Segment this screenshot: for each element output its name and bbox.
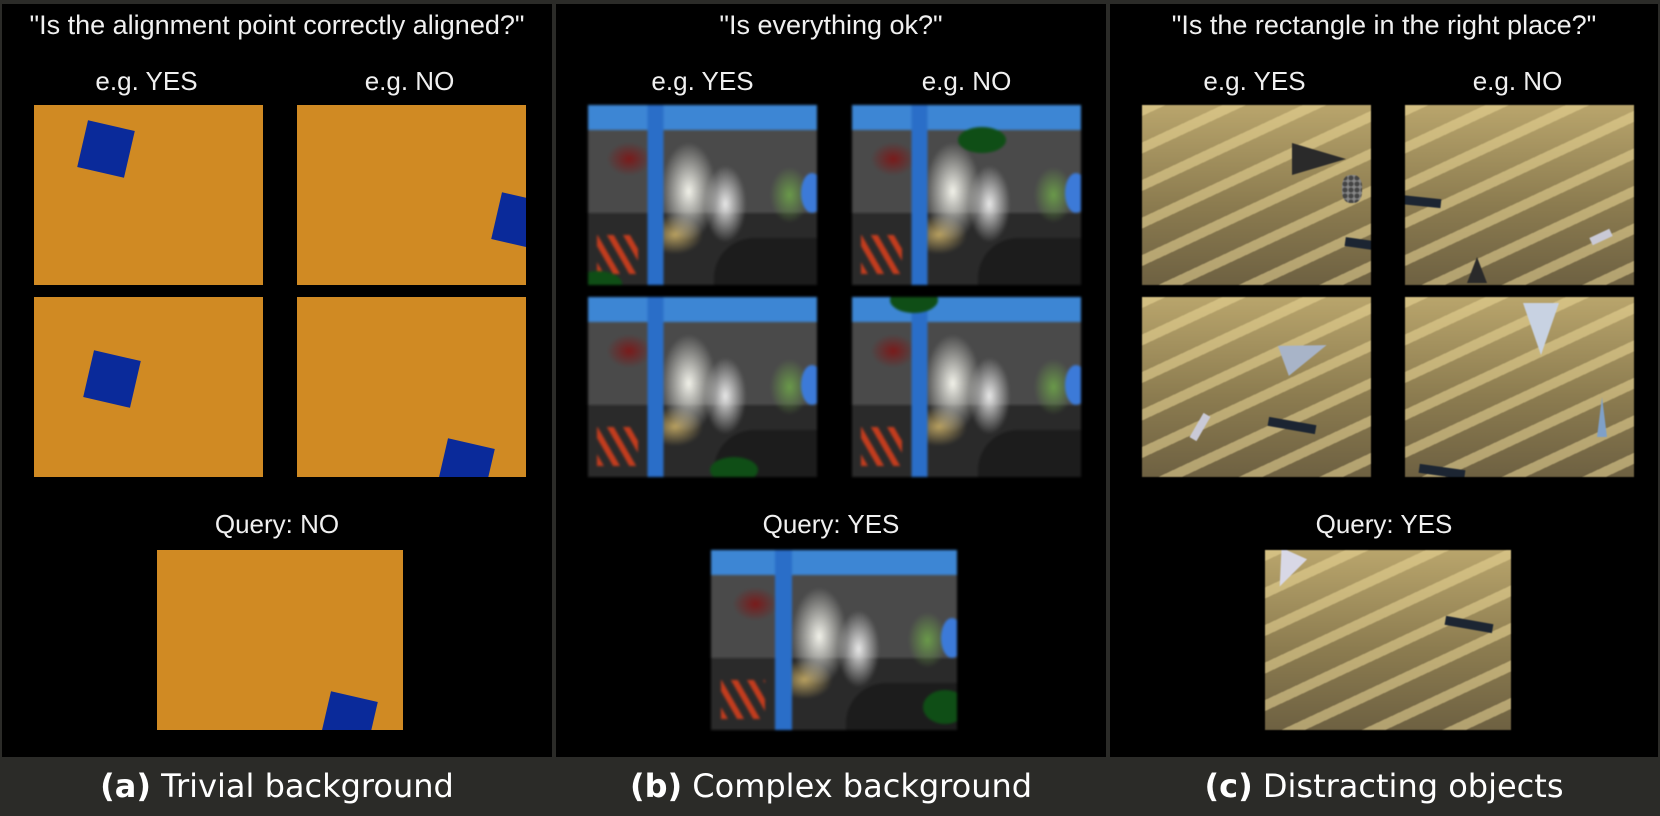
- distractor-triangle: [1597, 397, 1607, 437]
- green-ellipse: [958, 127, 1006, 153]
- caption-text: Complex background: [682, 767, 1033, 805]
- example-yes-image-2: [34, 297, 263, 477]
- target-rectangle: [1444, 615, 1494, 634]
- caption-tag: (b): [629, 767, 683, 805]
- distractor-object: [1189, 412, 1211, 442]
- caption-text: Distracting objects: [1252, 767, 1564, 805]
- panel-question: "Is the alignment point correctly aligne…: [29, 10, 525, 40]
- alignment-square: [491, 192, 526, 250]
- alignment-square: [77, 120, 135, 178]
- example-no-image-1: [1405, 105, 1634, 285]
- panel-complex-background: "Is everything ok?" e.g. YES e.g. NO Que…: [556, 4, 1106, 757]
- example-no-label: e.g. NO: [364, 66, 455, 96]
- query-label: Query: YES: [1315, 509, 1453, 539]
- example-yes-label: e.g. YES: [95, 66, 198, 96]
- query-label: Query: NO: [214, 509, 340, 539]
- query-image: [157, 550, 403, 730]
- example-no-image-1: [852, 105, 1081, 285]
- panel-question: "Is everything ok?": [719, 10, 943, 40]
- panel-question: "Is the rectangle in the right place?": [1171, 10, 1597, 40]
- caption-tag: (c): [1204, 767, 1253, 805]
- caption-text: Trivial background: [151, 767, 454, 805]
- distractor-triangle: [1292, 143, 1346, 175]
- target-rectangle: [1344, 237, 1371, 252]
- target-rectangle: [1267, 416, 1317, 435]
- example-no-image-2: [852, 297, 1081, 477]
- alignment-square: [320, 691, 378, 730]
- alignment-square: [83, 350, 141, 408]
- distractor-triangle: [1277, 330, 1333, 376]
- alignment-square: [437, 438, 495, 477]
- green-ellipse: [890, 297, 938, 313]
- example-no-label: e.g. NO: [1472, 66, 1563, 96]
- query-image: [711, 550, 957, 730]
- example-no-image-2: [1405, 297, 1634, 477]
- example-no-label: e.g. NO: [921, 66, 1012, 96]
- green-ellipse: [588, 271, 622, 285]
- example-no-image-1: [297, 105, 526, 285]
- green-ellipse: [710, 457, 758, 477]
- example-yes-image-1: [1142, 105, 1371, 285]
- example-yes-label: e.g. YES: [651, 66, 754, 96]
- distractor-triangle: [1266, 550, 1308, 593]
- example-yes-image-1: [34, 105, 263, 285]
- query-label: Query: YES: [762, 509, 900, 539]
- panel-trivial-background: "Is the alignment point correctly aligne…: [2, 4, 552, 757]
- green-ellipse: [923, 690, 957, 724]
- caption-a: (a) Trivial background: [2, 760, 552, 812]
- caption-tag: (a): [100, 767, 151, 805]
- distractor-triangle: [1467, 257, 1487, 283]
- caption-b: (b) Complex background: [556, 760, 1106, 812]
- distractor-object: [1342, 175, 1362, 203]
- panel-distracting-objects: "Is the rectangle in the right place?" e…: [1110, 4, 1658, 757]
- example-no-image-2: [297, 297, 526, 477]
- target-rectangle: [1405, 194, 1442, 209]
- distractor-triangle: [1523, 303, 1559, 355]
- query-image: [1265, 550, 1511, 730]
- example-yes-label: e.g. YES: [1203, 66, 1306, 96]
- example-yes-image-2: [1142, 297, 1371, 477]
- example-yes-image-1: [588, 105, 817, 285]
- caption-c: (c) Distracting objects: [1110, 760, 1658, 812]
- example-yes-image-2: [588, 297, 817, 477]
- distractor-object: [1589, 228, 1613, 246]
- target-rectangle: [1418, 463, 1466, 477]
